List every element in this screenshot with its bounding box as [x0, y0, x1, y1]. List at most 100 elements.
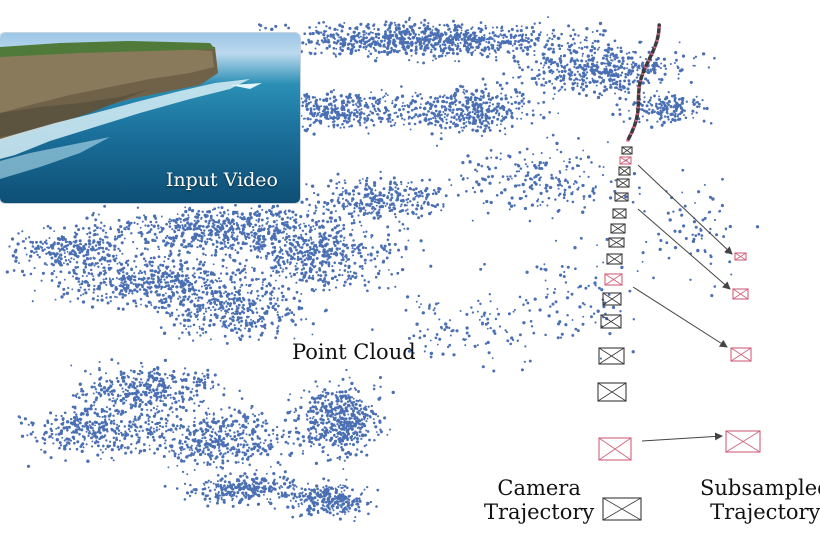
cloud-point [188, 396, 192, 400]
cloud-point [226, 238, 230, 242]
cloud-point [222, 320, 226, 323]
cloud-point [603, 85, 607, 89]
cloud-point [177, 224, 181, 228]
cloud-point [388, 26, 392, 30]
cloud-point [77, 228, 81, 232]
cloud-point [92, 278, 95, 281]
cloud-point [503, 127, 507, 130]
cloud-point [430, 48, 433, 51]
cloud-point [318, 244, 322, 248]
cloud-point [442, 50, 445, 53]
cloud-point [213, 313, 217, 317]
cloud-point [106, 301, 110, 305]
cloud-point [376, 40, 379, 42]
cloud-point [583, 46, 586, 48]
cloud-point [414, 45, 418, 49]
cloud-point [278, 274, 281, 277]
cloud-point [241, 233, 244, 236]
cloud-point [61, 436, 64, 439]
cloud-point [608, 71, 612, 74]
cloud-point [247, 316, 249, 319]
cloud-point [271, 254, 274, 256]
cloud-point [331, 117, 335, 121]
cloud-point [579, 41, 582, 44]
cloud-point [466, 101, 470, 105]
cloud-point [172, 450, 175, 453]
cloud-point [443, 108, 448, 112]
cloud-point [600, 94, 604, 97]
cloud-point [306, 127, 309, 131]
cloud-point [374, 32, 378, 36]
cloud-point [543, 45, 547, 49]
cloud-point [254, 223, 257, 227]
cloud-point [677, 77, 680, 80]
cloud-point [181, 470, 185, 474]
cloud-point [589, 59, 593, 62]
cloud-point [97, 273, 101, 277]
cloud-point [349, 50, 352, 52]
cloud-point [667, 90, 670, 94]
cloud-point [432, 54, 436, 58]
cloud-point [274, 336, 278, 340]
cloud-point [119, 419, 123, 424]
cloud-point [180, 274, 185, 278]
cloud-point [82, 435, 85, 438]
cloud-point [184, 274, 188, 278]
cloud-point [565, 63, 569, 67]
cloud-point [230, 281, 234, 284]
cloud-point [143, 214, 146, 217]
cloud-point [76, 297, 80, 300]
cloud-point [95, 412, 99, 416]
cloud-point [403, 118, 406, 121]
cloud-point [88, 420, 92, 423]
cloud-point [579, 86, 583, 89]
cloud-point [332, 95, 336, 99]
cloud-point [372, 123, 376, 127]
cloud-point [591, 31, 594, 33]
cloud-point [606, 74, 610, 78]
cloud-point [400, 85, 403, 88]
cloud-point [282, 237, 285, 239]
cloud-point [585, 71, 589, 74]
cloud-point [189, 300, 193, 304]
cloud-point [216, 233, 220, 237]
cloud-point [98, 368, 101, 372]
cloud-point [407, 122, 411, 125]
cloud-point [552, 97, 555, 100]
cloud-point [204, 411, 208, 415]
cloud-point [275, 269, 278, 273]
cloud-point [493, 49, 497, 52]
cloud-point [274, 24, 278, 28]
cloud-point [169, 251, 173, 256]
cloud-point [69, 300, 72, 303]
cloud-point [189, 325, 192, 328]
cloud-point [239, 299, 242, 302]
cloud-point [77, 396, 81, 400]
cloud-point [405, 27, 409, 31]
cloud-point [102, 435, 106, 439]
cloud-point [125, 399, 128, 402]
cloud-point [223, 243, 226, 246]
cloud-point [601, 33, 605, 37]
cloud-point [195, 289, 198, 291]
cloud-point [199, 305, 202, 308]
cloud-point [482, 119, 485, 123]
cloud-point [315, 270, 318, 274]
cloud-point [95, 391, 98, 394]
cloud-point [284, 276, 288, 279]
cloud-point [79, 294, 82, 297]
cloud-point [239, 316, 242, 320]
cloud-point [171, 402, 174, 405]
cloud-point [326, 110, 330, 114]
cloud-point [538, 73, 541, 77]
cloud-point [348, 26, 352, 30]
cloud-point [126, 389, 129, 393]
cloud-point [352, 271, 356, 275]
cloud-point [187, 331, 191, 334]
cloud-point [208, 413, 211, 415]
cloud-point [477, 44, 480, 47]
cloud-point [187, 245, 190, 248]
cloud-point [467, 43, 471, 47]
cloud-point [237, 318, 240, 321]
cloud-point [67, 271, 71, 275]
